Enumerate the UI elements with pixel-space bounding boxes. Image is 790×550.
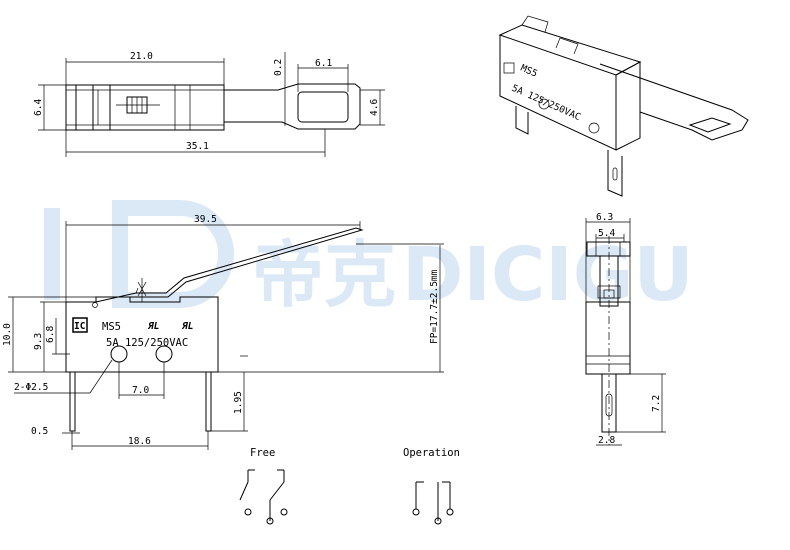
dim-front-terminal-pitch: 18.6 [128, 436, 151, 447]
side-view: 6.3 5.4 7.2 2.8 [585, 212, 666, 446]
dim-front-lever-length: 39.5 [194, 214, 217, 225]
dim-side-terminal-width: 2.8 [598, 435, 615, 446]
watermark: 帝克 DICIGU [44, 200, 694, 318]
dim-front-free-position: FP=17.7±2.5mm [429, 269, 440, 344]
dim-front-hole-pitch: 7.0 [132, 385, 149, 396]
schematic-operation: Operation [403, 447, 460, 525]
dim-front-body-height: 9.3 [33, 333, 44, 350]
schematic-operation-label: Operation [403, 447, 460, 459]
dim-top-slot-width: 4.6 [369, 99, 380, 116]
dim-top-overall: 35.1 [186, 141, 209, 152]
dim-front-hole-height: 6.8 [45, 326, 56, 343]
svg-text:IC: IC [74, 321, 86, 332]
dim-top-slot-length: 6.1 [315, 58, 332, 69]
dim-top-width: 21.0 [130, 51, 153, 62]
front-view: IC MS5 5A 125/250VAC ЯL ЯL 39.5 FP=17.7±… [2, 214, 444, 450]
dim-front-holes: 2-Φ2.5 [14, 382, 48, 393]
dim-side-inner: 5.4 [598, 228, 615, 239]
dim-top-gap: 0.2 [273, 59, 284, 76]
svg-text:ЯL: ЯL [147, 321, 159, 332]
dim-front-height-total: 10.0 [2, 323, 13, 346]
front-model: MS5 [102, 321, 121, 333]
watermark-logo [44, 200, 234, 308]
dim-top-height: 6.4 [33, 99, 44, 116]
dim-front-terminal-offset: 0.5 [31, 426, 48, 437]
ul-mark-icon: ЯL ЯL [147, 321, 193, 332]
dim-side-width: 6.3 [596, 212, 613, 223]
iso-model: MS5 [519, 63, 539, 80]
watermark-brand-en: DICIGU [402, 232, 694, 318]
dim-front-terminal-length: 1.95 [233, 391, 244, 414]
watermark-brand-cn: 帝克 [252, 233, 396, 317]
dim-side-terminal-height: 7.2 [651, 395, 662, 412]
schematic-free-label: Free [250, 447, 275, 459]
top-view: 21.0 35.1 6.4 0.2 6.1 4.6 [33, 51, 385, 157]
front-logo: IC [72, 317, 88, 333]
schematic-free: Free [239, 447, 288, 525]
iso-view: MS5 5A 125/250VAC [498, 15, 749, 197]
svg-text:ЯL: ЯL [181, 321, 193, 332]
front-rating: 5A 125/250VAC [106, 337, 188, 349]
